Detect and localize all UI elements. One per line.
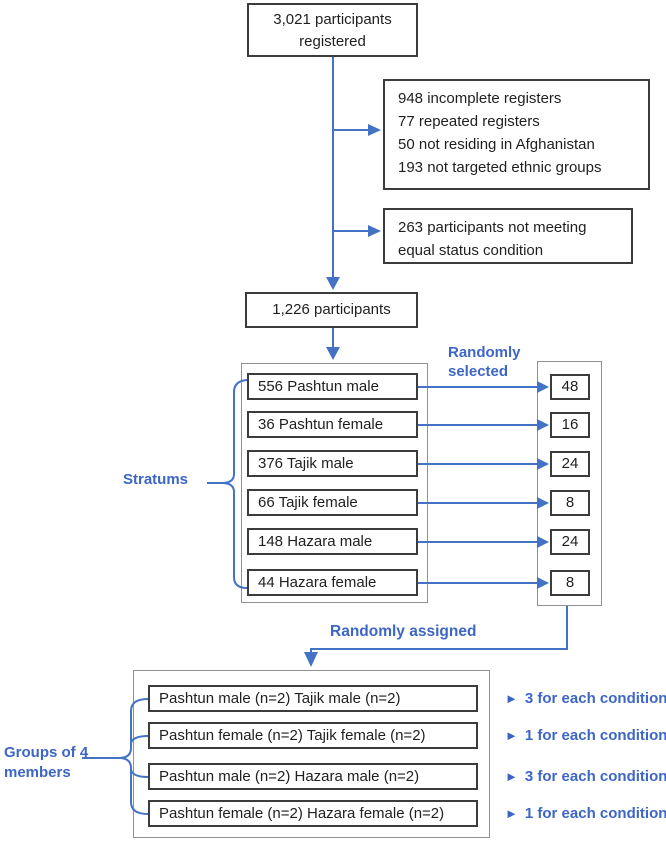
selected-container <box>537 361 602 606</box>
condition-annotation: ► 3 for each condition <box>505 766 666 786</box>
arrowhead-down-icon <box>326 347 340 360</box>
exclusion-line: 263 participants not meeting <box>398 219 587 236</box>
exclusion-line: 948 incomplete registers <box>398 90 562 107</box>
arrowhead-down-icon <box>326 277 340 290</box>
selected-count-box: 24 <box>550 451 590 477</box>
selected-count-box: 8 <box>550 490 590 516</box>
selected-count-box: 8 <box>550 570 590 596</box>
stratum-box: 44 Hazara female <box>247 569 418 596</box>
group-box: Pashtun male (n=2) Hazara male (n=2) <box>148 763 478 790</box>
groups-label: Groups of 4 members <box>4 744 89 781</box>
stratum-box: 36 Pashtun female <box>247 411 418 438</box>
arrowhead-right-icon <box>368 124 381 136</box>
arrowhead-right-icon <box>368 225 381 237</box>
exclusion-line: 193 not targeted ethnic groups <box>398 159 602 176</box>
exclusion-box-1: 948 incomplete registers 77 repeated reg… <box>383 79 650 190</box>
triangle-right-icon: ► <box>505 768 518 784</box>
stratum-box: 66 Tajik female <box>247 489 418 516</box>
condition-annotation: ► 1 for each condition <box>505 725 666 745</box>
condition-annotation: ► 3 for each condition <box>505 688 666 708</box>
stratum-box: 148 Hazara male <box>247 528 418 555</box>
triangle-right-icon: ► <box>505 805 518 821</box>
selected-count-box: 48 <box>550 374 590 400</box>
exclusion-box-2: 263 participants not meeting equal statu… <box>383 208 633 264</box>
stratums-container <box>241 363 428 603</box>
exclusion-line: equal status condition <box>398 242 544 259</box>
arrowhead-down-icon <box>304 652 318 667</box>
group-box: Pashtun female (n=2) Hazara female (n=2) <box>148 800 478 827</box>
stratum-box: 376 Tajik male <box>247 450 418 477</box>
stratums-label: Stratums <box>123 471 189 488</box>
group-box: Pashtun female (n=2) Tajik female (n=2) <box>148 722 478 749</box>
condition-text: 3 for each condition <box>524 689 666 707</box>
stratum-box: 556 Pashtun male <box>247 373 418 400</box>
triangle-right-icon: ► <box>505 690 518 706</box>
group-box: Pashtun male (n=2) Tajik male (n=2) <box>148 685 478 712</box>
selected-count-box: 24 <box>550 529 590 555</box>
participants-box: 1,226 participants <box>245 292 418 328</box>
exclusion-line: 77 repeated registers <box>398 113 540 130</box>
condition-text: 1 for each condition <box>524 726 666 744</box>
triangle-right-icon: ► <box>505 727 518 743</box>
registered-box: 3,021 participants registered <box>247 3 418 57</box>
condition-text: 3 for each condition <box>524 767 666 785</box>
condition-text: 1 for each condition <box>524 804 666 822</box>
exclusion-line: 50 not residing in Afghanistan <box>398 136 595 153</box>
randomly-assigned-label: Randomly assigned <box>330 623 477 640</box>
selected-count-box: 16 <box>550 412 590 438</box>
randomly-selected-label: Randomly selected <box>448 344 521 380</box>
condition-annotation: ► 1 for each condition <box>505 803 666 823</box>
